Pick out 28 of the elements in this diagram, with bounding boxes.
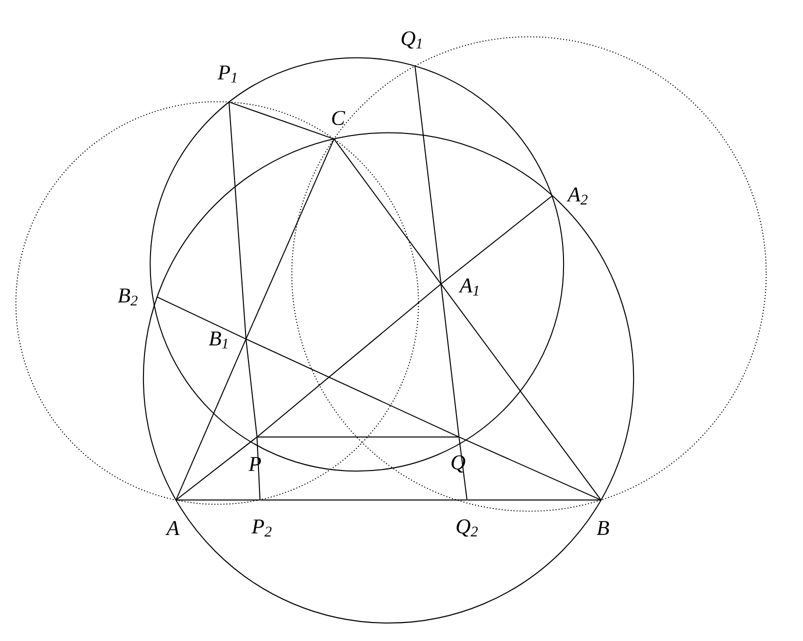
point-label: P$_{1}$: [218, 66, 236, 82]
point-label: A: [165, 521, 180, 535]
line-segment: [246, 138, 334, 340]
line-segment: [176, 338, 246, 500]
point-label: Q$_{2}$: [456, 519, 478, 537]
point-label: C: [332, 110, 346, 126]
line-segment: [228, 102, 246, 340]
line-segment: [256, 284, 442, 438]
line-segment: [228, 102, 334, 140]
line-segment: [334, 138, 442, 284]
line-segment: [176, 436, 258, 500]
line-segment: [458, 436, 468, 500]
point-label: A$_{2}$: [566, 188, 588, 204]
point-label: B$_{1}$: [208, 332, 228, 348]
point-label: B$_{2}$: [118, 288, 138, 306]
line-segment: [440, 284, 602, 500]
line-segment: [256, 436, 260, 500]
line-segment: [156, 296, 246, 340]
line-segment: [458, 436, 602, 500]
point-label: A$_{1}$: [458, 278, 478, 296]
line-segment: [440, 196, 552, 284]
line-segment: [440, 284, 460, 438]
line-segment: [256, 436, 460, 438]
line-segment: [246, 338, 258, 438]
point-label: Q$_{1}$: [402, 31, 422, 49]
point-label: B: [596, 521, 609, 535]
point-label: P$_{2}$: [252, 520, 272, 536]
line-segment: [246, 338, 460, 438]
